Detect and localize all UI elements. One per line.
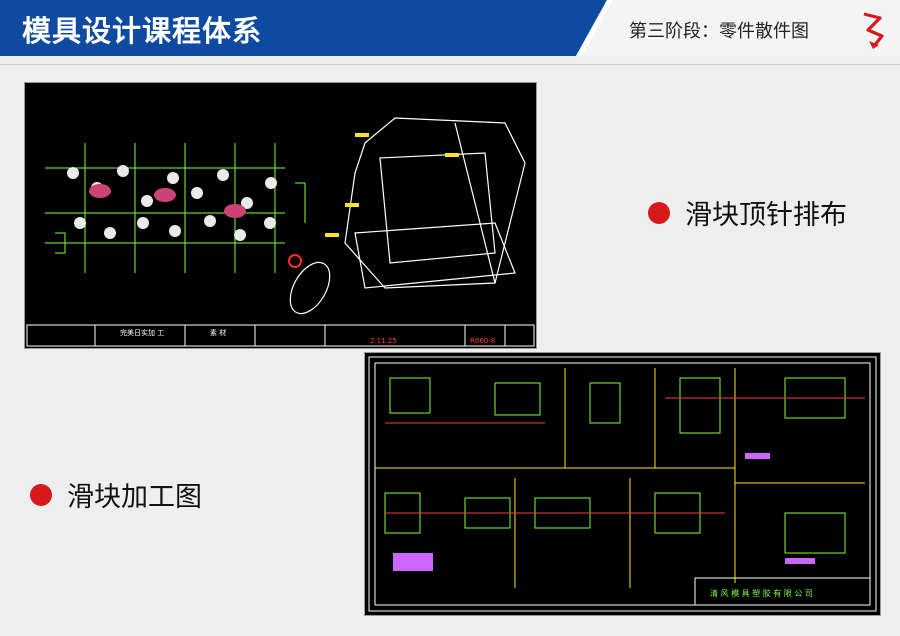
slider-machining-drawing: 清 风 模 具 塑 胶 有 限 公 司 (364, 352, 881, 616)
caption-slider-machining: 滑块加工图 (30, 475, 202, 514)
title-block-text: 素 材 (210, 328, 226, 337)
stage-label: 第三阶段：零件散件图 (629, 21, 809, 42)
title-block-text: R060-8 (470, 337, 495, 345)
caption-slider-pin-layout: 滑块顶针排布 (648, 193, 847, 232)
bullet-dot-icon (648, 201, 670, 224)
page-title: 模具设计课程体系 (22, 14, 263, 48)
title-block-text: 完美日实加 工 (120, 328, 164, 337)
bullet-dot-icon (30, 483, 52, 506)
title-band (0, 0, 900, 56)
header-divider (0, 64, 900, 65)
slider-pin-layout-drawing: 完美日实加 工 素 材 2.11.25 R060-8 (24, 82, 537, 349)
title-block-text: 2.11.25 (370, 337, 397, 345)
caption-text: 滑块加工图 (67, 482, 202, 513)
zigzag-arrow-icon (863, 12, 884, 49)
caption-text: 滑块顶针排布 (685, 200, 847, 231)
title-block-text: 清 风 模 具 塑 胶 有 限 公 司 (710, 588, 813, 598)
header-bar: 模具设计课程体系 第三阶段：零件散件图 (0, 0, 900, 56)
